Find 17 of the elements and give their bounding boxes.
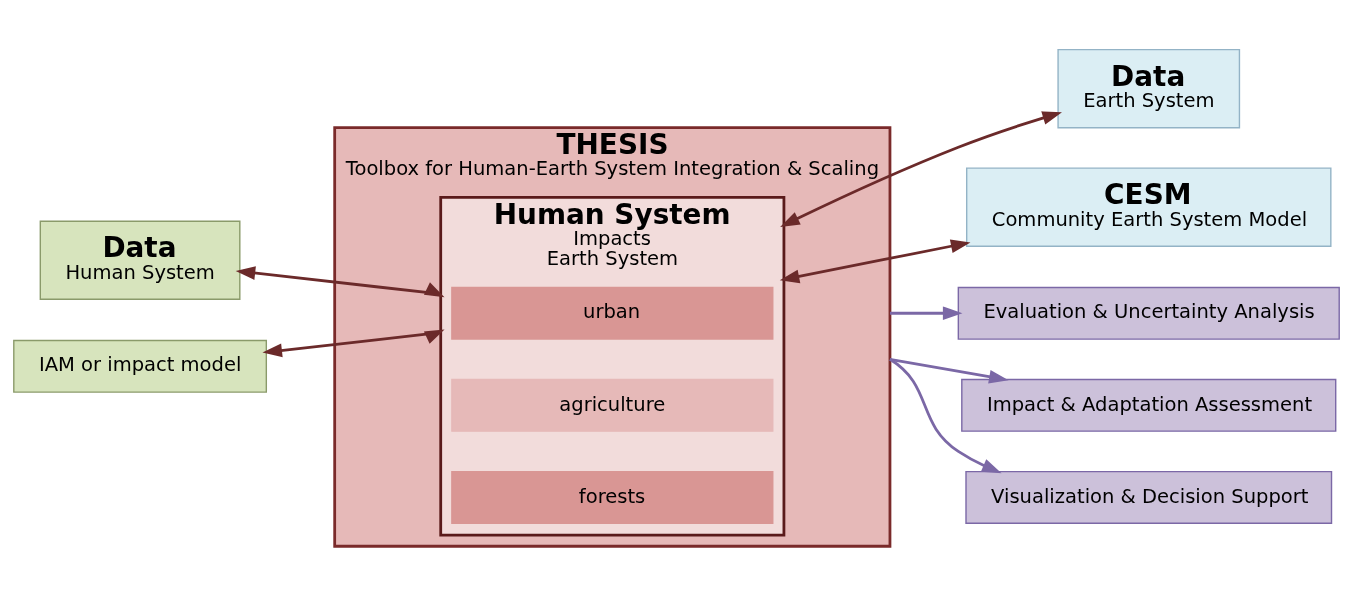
arrow (779, 239, 971, 284)
node-box: Data Human System (39, 220, 241, 300)
node-box: Evaluation & Uncertainty Analysis (957, 286, 1340, 340)
node-box: agriculture (451, 378, 774, 432)
node-box: IAM or impact model (13, 339, 267, 393)
arrow (780, 111, 1062, 227)
arrow (889, 306, 963, 321)
node-box: Visualization & Decision Support (965, 470, 1333, 524)
arrow (262, 329, 445, 358)
node-box: Impact & Adaptation Assessment (961, 378, 1337, 432)
arrow (889, 358, 1002, 474)
arrow (889, 357, 1009, 384)
arrow (235, 266, 445, 298)
node-box: CESM Community Earth System Model (966, 167, 1332, 247)
node-box: forests (451, 470, 774, 524)
node-box: Data Earth System (1057, 48, 1241, 129)
node-box: urban (451, 286, 774, 340)
